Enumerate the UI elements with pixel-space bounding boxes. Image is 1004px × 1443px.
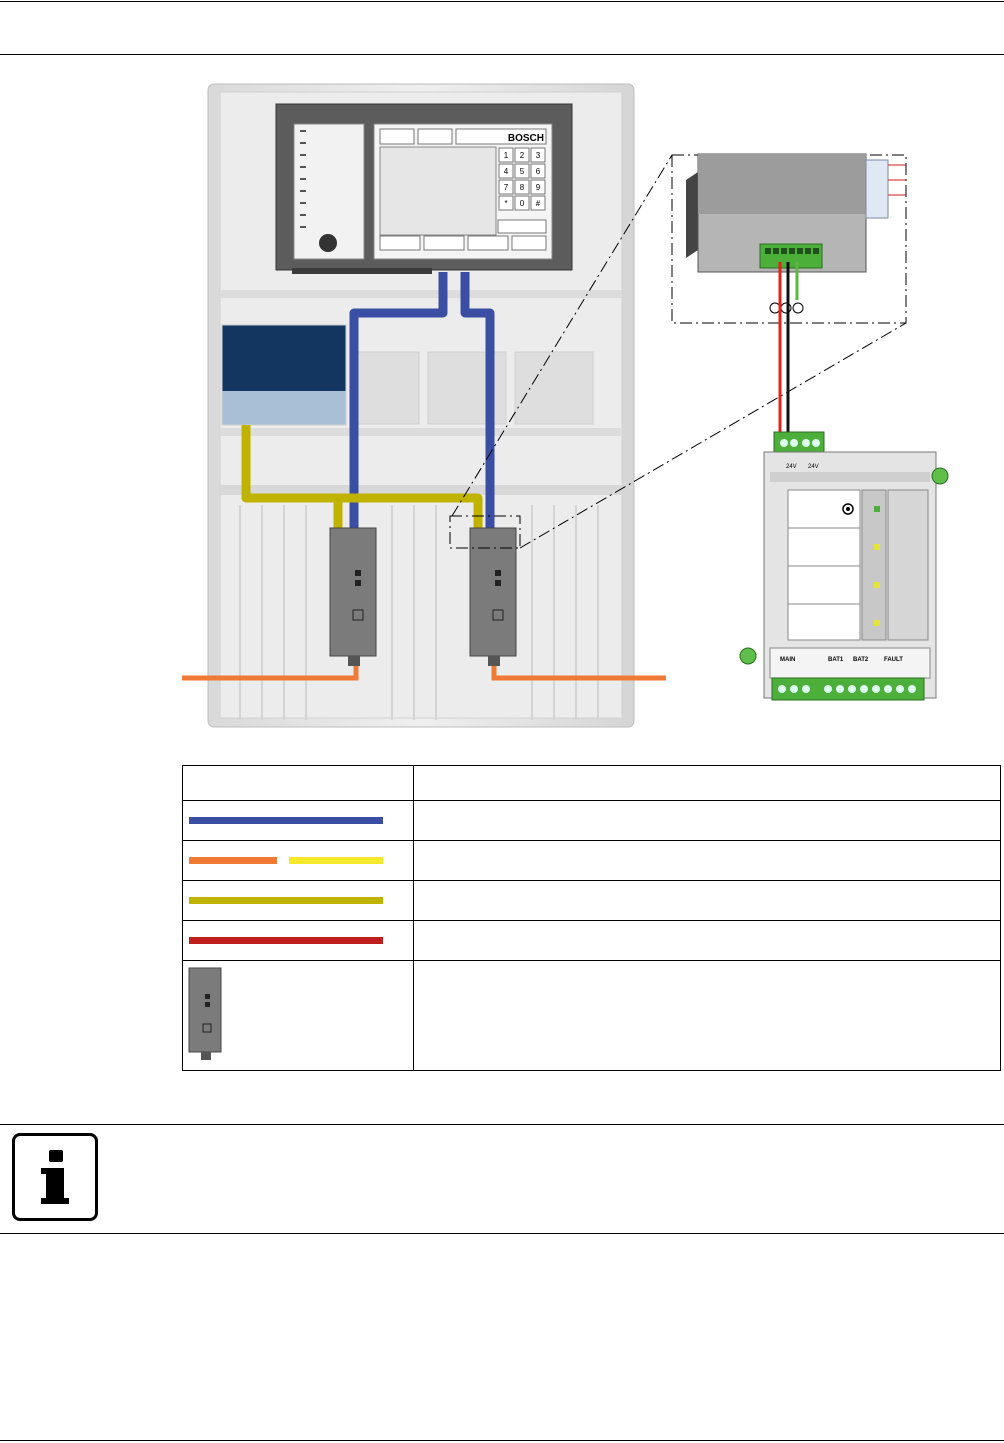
psu-connector-label-1: 24V [786,464,797,470]
keypad-key-label: 2 [520,151,525,160]
keypad-key-label: * [504,199,507,208]
header-rule [0,54,1004,55]
psu-label-bat1: BAT1 [828,657,844,663]
legend-swatch-module [182,960,414,1071]
keypad-key-label: # [536,199,541,208]
keypad-key-label: 6 [536,167,541,176]
wiring-diagram: BOSCH 1 2 3 4 5 6 7 8 9 * 0 # [182,83,949,728]
legend-text-ethernet [413,840,1001,881]
keypad-key-label: 4 [504,167,509,176]
legend-swatch-ethernet [182,840,414,881]
keypad-key-label: 5 [520,167,525,176]
ethernet-cable [182,663,666,681]
keypad-key [530,147,546,163]
key-switch-icon [319,234,337,252]
footer-rule [0,1440,1004,1441]
keypad-key-label: 3 [536,151,541,160]
ethernet-module-right [469,527,517,666]
legend-swatch-red-wire [182,920,414,961]
legend-table [182,765,1001,1071]
legend-text-power [413,880,1001,921]
module-icon [188,967,222,1060]
note-rule-bottom [0,1233,1004,1234]
keypad-key [530,179,546,195]
psu-label-fault: FAULT [884,657,903,663]
legend-swatch-power [182,880,414,921]
keypad-key [498,195,514,211]
legend-text-module [413,960,1001,1071]
legend-header-description [413,765,1001,801]
power-supply-unit [221,324,347,426]
keypad-key-label: 8 [520,183,525,192]
psu-board-detail: 24V 24V MAIN BAT1 BAT2 FAULT [739,431,949,701]
module-detail [686,153,906,314]
psu-label-main: MAIN [780,657,795,663]
keypad-key [530,195,546,211]
keypad-key-label: 9 [536,183,541,192]
keypad-key [498,163,514,179]
keypad-key [514,195,530,211]
psu-label-bat2: BAT2 [853,657,869,663]
header-rule-top [0,1,1004,2]
note-rule-top [0,1124,1004,1125]
panel-keypad: 1 2 3 4 5 6 7 8 9 * 0 # [498,147,546,211]
legend-text-data-bus [413,800,1001,841]
data-bus-cable [349,272,495,528]
keypad-key [514,147,530,163]
legend-header-symbol [182,765,414,801]
keypad-key [530,163,546,179]
keypad-key-label: 1 [504,151,509,160]
keypad-key [514,163,530,179]
power-cable [241,425,483,528]
psu-connector-label-2: 24V [808,464,819,470]
keypad-key-label: 7 [504,183,509,192]
panel-controller: BOSCH 1 2 3 4 5 6 7 8 9 * 0 # [275,103,573,274]
keypad-key-label: 0 [520,199,525,208]
ethernet-module-left [329,527,377,666]
keypad-key [514,179,530,195]
info-icon [12,1133,98,1221]
legend-swatch-data-bus [182,800,414,841]
panel-brand: BOSCH [508,133,544,144]
legend-text-red-wire [413,920,1001,961]
keypad-key [498,179,514,195]
keypad-key [498,147,514,163]
